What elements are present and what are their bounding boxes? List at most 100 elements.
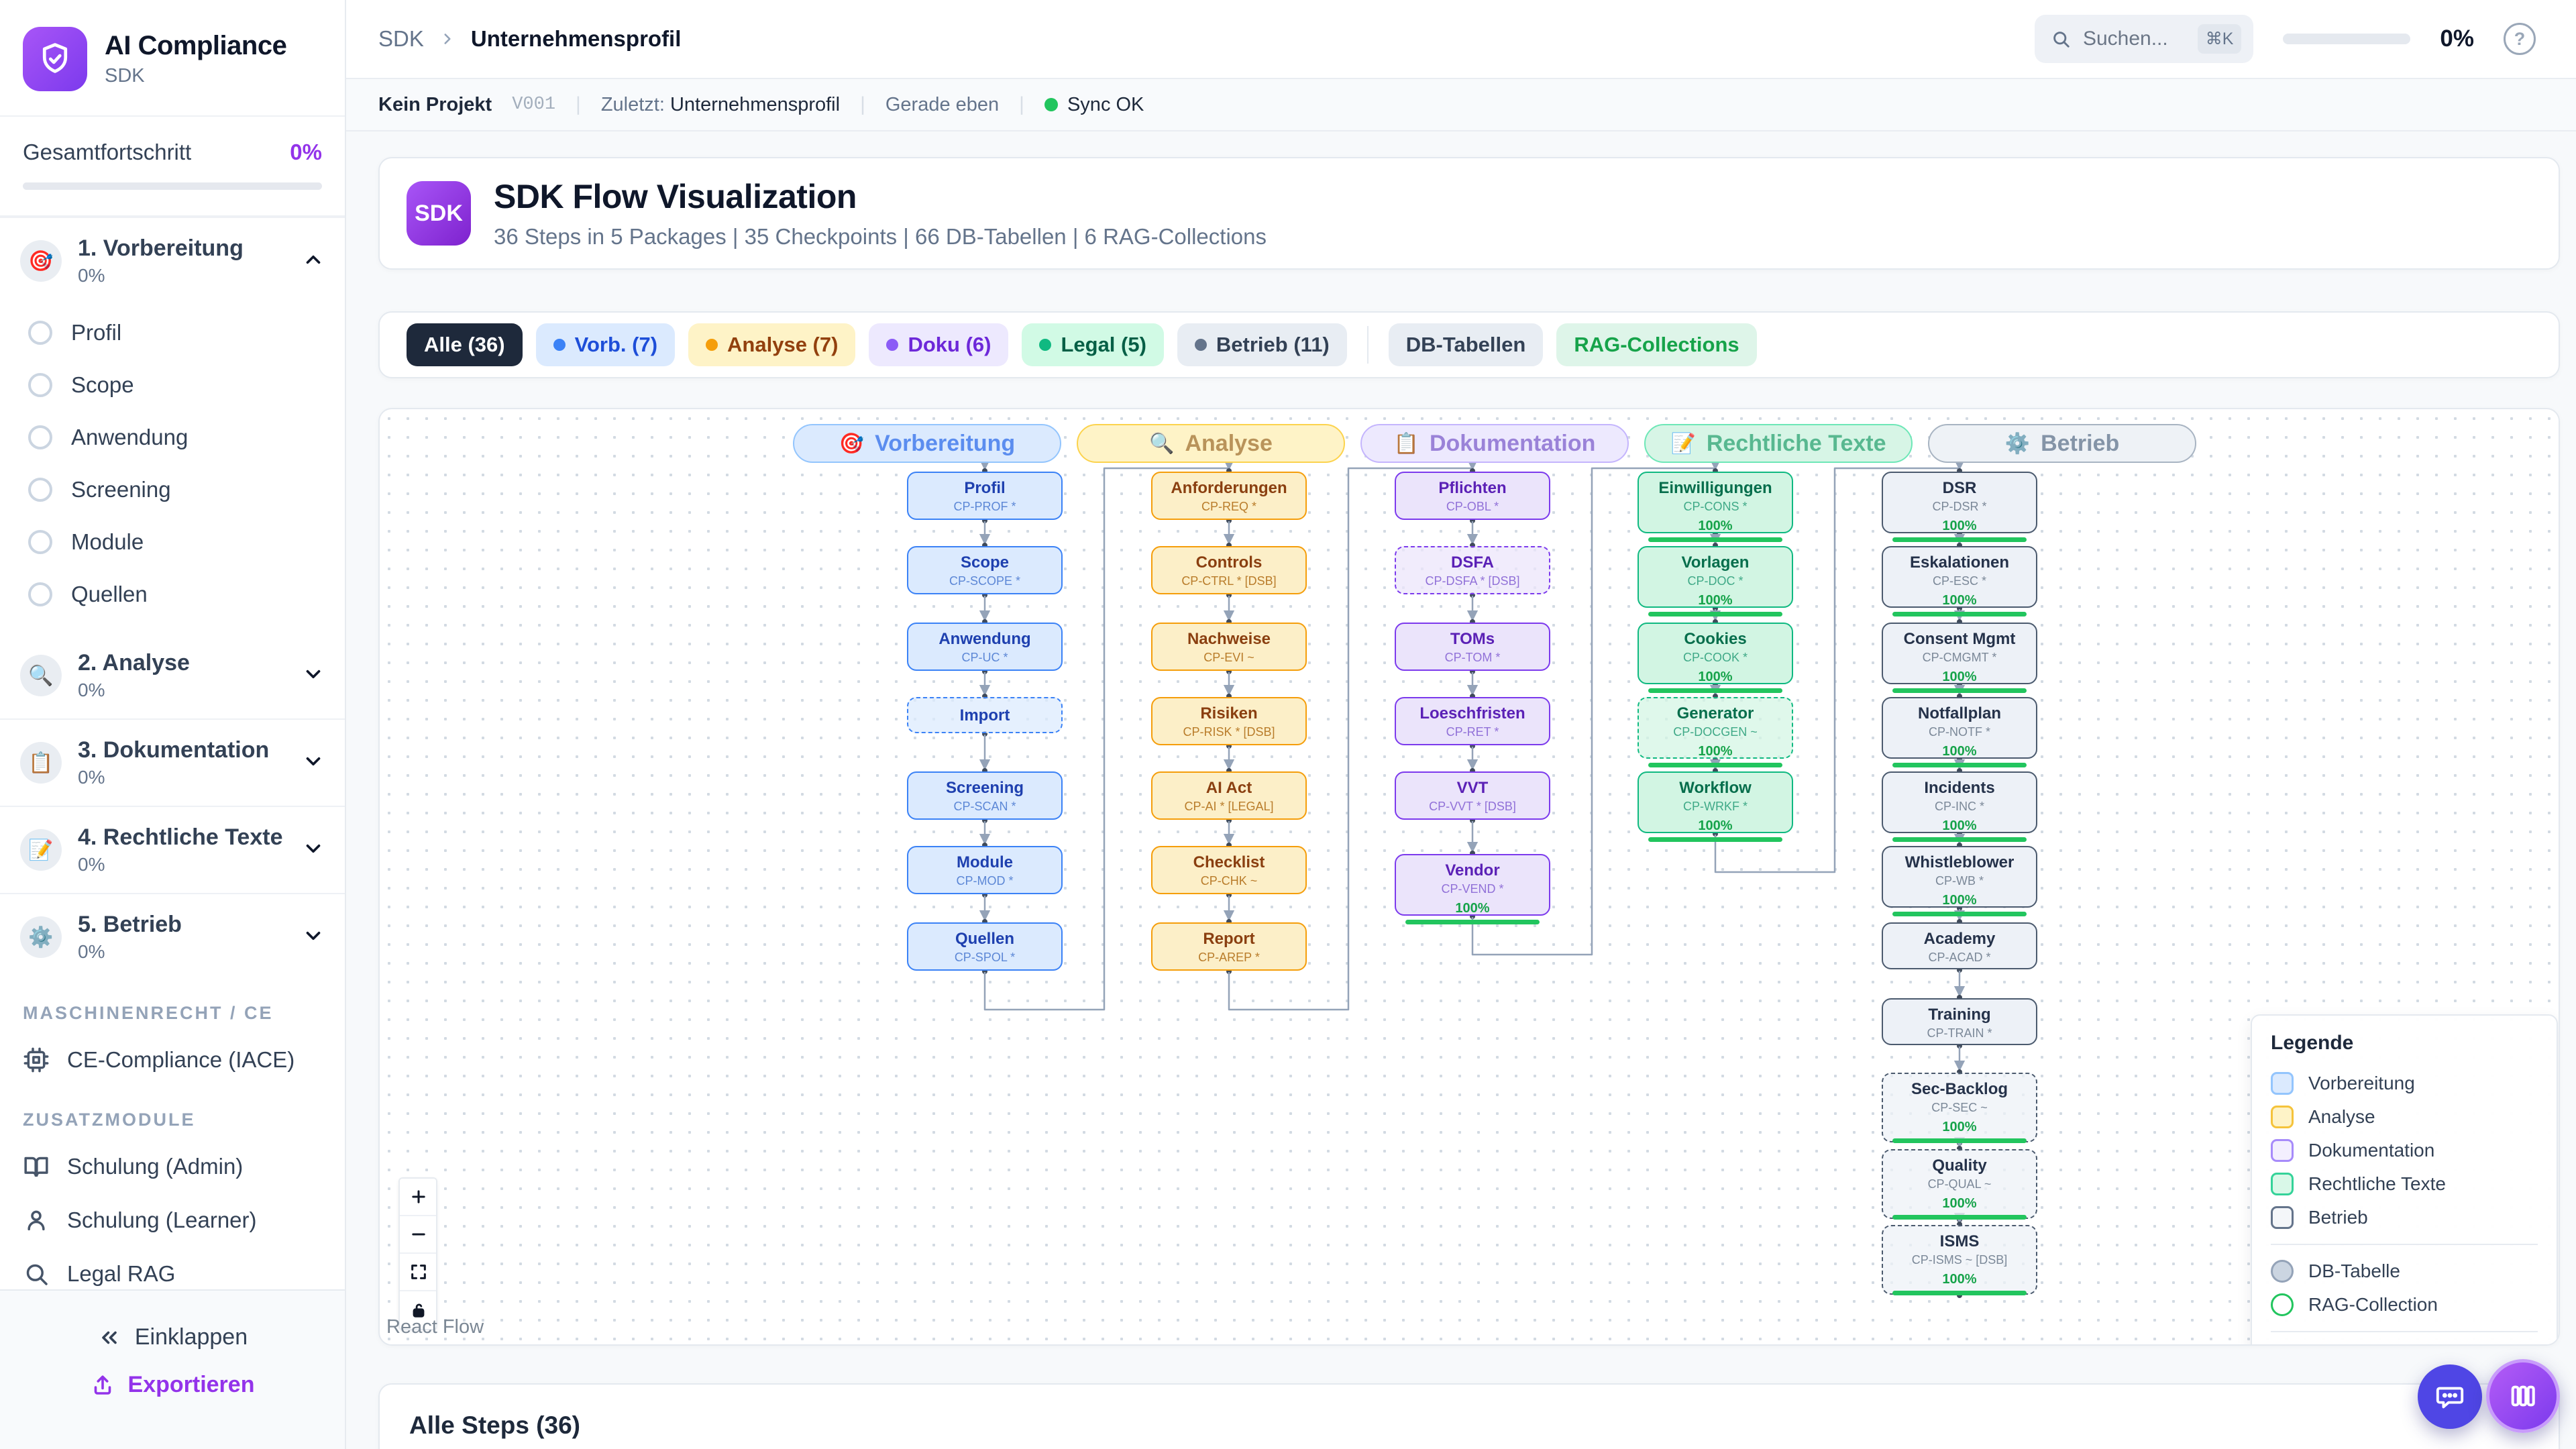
- filter-chip-rag-collections[interactable]: RAG-Collections: [1556, 323, 1757, 366]
- zoom-in-button[interactable]: [400, 1179, 436, 1216]
- filter-chip-vorb-7-[interactable]: Vorb. (7): [535, 323, 676, 366]
- filter-chip-betrieb-11-[interactable]: Betrieb (11): [1177, 323, 1347, 366]
- panel-toggle-fab-button[interactable]: [2486, 1359, 2560, 1433]
- sidebar-phase-3[interactable]: 📋 3. Dokumentation 0%: [0, 718, 345, 806]
- sidebar-module-ce-compliance-iace-[interactable]: CE-Compliance (IACE): [0, 1033, 345, 1087]
- node-code: CP-DOCGEN ~: [1673, 725, 1758, 739]
- sidebar-phase-1[interactable]: 🎯 1. Vorbereitung 0%: [0, 217, 345, 304]
- node-code: CP-REQ *: [1201, 500, 1256, 513]
- sidebar-item-scope[interactable]: Scope: [0, 359, 345, 411]
- sidebar-item-profil[interactable]: Profil: [0, 307, 345, 359]
- flow-node-import[interactable]: Import: [907, 697, 1063, 733]
- fit-view-button[interactable]: [400, 1254, 436, 1291]
- node-progress-value: 100%: [1698, 669, 1733, 684]
- phase-label: 4. Rechtliche Texte: [78, 824, 283, 850]
- legend-label: Vorbereitung: [2308, 1073, 2415, 1093]
- node-title: Anwendung: [938, 630, 1031, 648]
- search-input[interactable]: Suchen... ⌘K: [2034, 15, 2254, 63]
- sidebar-item-anwendung[interactable]: Anwendung: [0, 411, 345, 464]
- sidebar-item-module[interactable]: Module: [0, 516, 345, 568]
- export-button[interactable]: Exportieren: [0, 1361, 345, 1409]
- node-title: VVT: [1456, 779, 1489, 797]
- node-code: CP-RET *: [1446, 725, 1499, 739]
- unlock-button[interactable]: [400, 1291, 436, 1329]
- help-button[interactable]: ?: [2504, 23, 2536, 55]
- sidebar-phase-2[interactable]: 🔍 2. Analyse 0%: [0, 633, 345, 718]
- package-header-label: Vorbereitung: [875, 430, 1016, 456]
- collapse-sidebar-button[interactable]: Einklappen: [0, 1313, 345, 1361]
- node-code: CP-WB *: [1935, 874, 1984, 888]
- zoom-out-button[interactable]: [400, 1216, 436, 1254]
- phase-label: 5. Betrieb: [78, 912, 182, 937]
- legend-item-analyse: Analyse: [2271, 1100, 2538, 1134]
- chip-divider: [1366, 326, 1368, 364]
- sidebar-item-quellen[interactable]: Quellen: [0, 568, 345, 621]
- filter-chip-db-tabellen[interactable]: DB-Tabellen: [1388, 323, 1544, 366]
- chip-dot-icon: [706, 339, 718, 351]
- package-header-dokumentation[interactable]: 📋 Dokumentation: [1360, 424, 1629, 463]
- sidebar-module-schulung-learner-[interactable]: Schulung (Learner): [0, 1193, 345, 1247]
- package-header-analyse[interactable]: 🔍 Analyse: [1077, 424, 1345, 463]
- breadcrumb-root[interactable]: SDK: [378, 26, 424, 51]
- header-progress-value: 0%: [2440, 25, 2474, 52]
- chip-dot-icon: [1194, 339, 1207, 351]
- node-progress-bar: [1648, 537, 1782, 542]
- package-header-betrieb[interactable]: ⚙️ Betrieb: [1928, 424, 2196, 463]
- filter-chip-alle-36-[interactable]: Alle (36): [407, 323, 523, 366]
- chip-dot-icon: [553, 339, 566, 351]
- filter-chip-legal-5-[interactable]: Legal (5): [1022, 323, 1164, 366]
- filter-chip-analyse-7-[interactable]: Analyse (7): [688, 323, 856, 366]
- react-flow-canvas[interactable]: Legende Vorbereitung Analyse Dokumentati…: [380, 409, 2559, 1344]
- sidebar-item-screening[interactable]: Screening: [0, 464, 345, 516]
- package-header-vorbereitung[interactable]: 🎯 Vorbereitung: [793, 424, 1061, 463]
- sidebar-phase-5[interactable]: ⚙️ 5. Betrieb 0%: [0, 893, 345, 980]
- package-header-label: Dokumentation: [1429, 430, 1596, 456]
- package-header-rechtliche-texte[interactable]: 📝 Rechtliche Texte: [1644, 424, 1913, 463]
- filter-chip-doku-6-[interactable]: Doku (6): [869, 323, 1009, 366]
- node-title: Eskalationen: [1909, 553, 2010, 572]
- sidebar-phase-4[interactable]: 📝 4. Rechtliche Texte 0%: [0, 806, 345, 893]
- node-title: Nachweise: [1187, 630, 1271, 648]
- react-flow-attribution[interactable]: React Flow: [386, 1316, 484, 1338]
- version-badge: V001: [512, 95, 556, 115]
- sidebar-module-legal-rag[interactable]: Legal RAG: [0, 1247, 345, 1289]
- sidebar-module-schulung-admin-[interactable]: Schulung (Admin): [0, 1140, 345, 1193]
- chat-fab-button[interactable]: [2418, 1364, 2482, 1429]
- phase-children: Profil Scope Anwendung Screening Module …: [0, 304, 345, 633]
